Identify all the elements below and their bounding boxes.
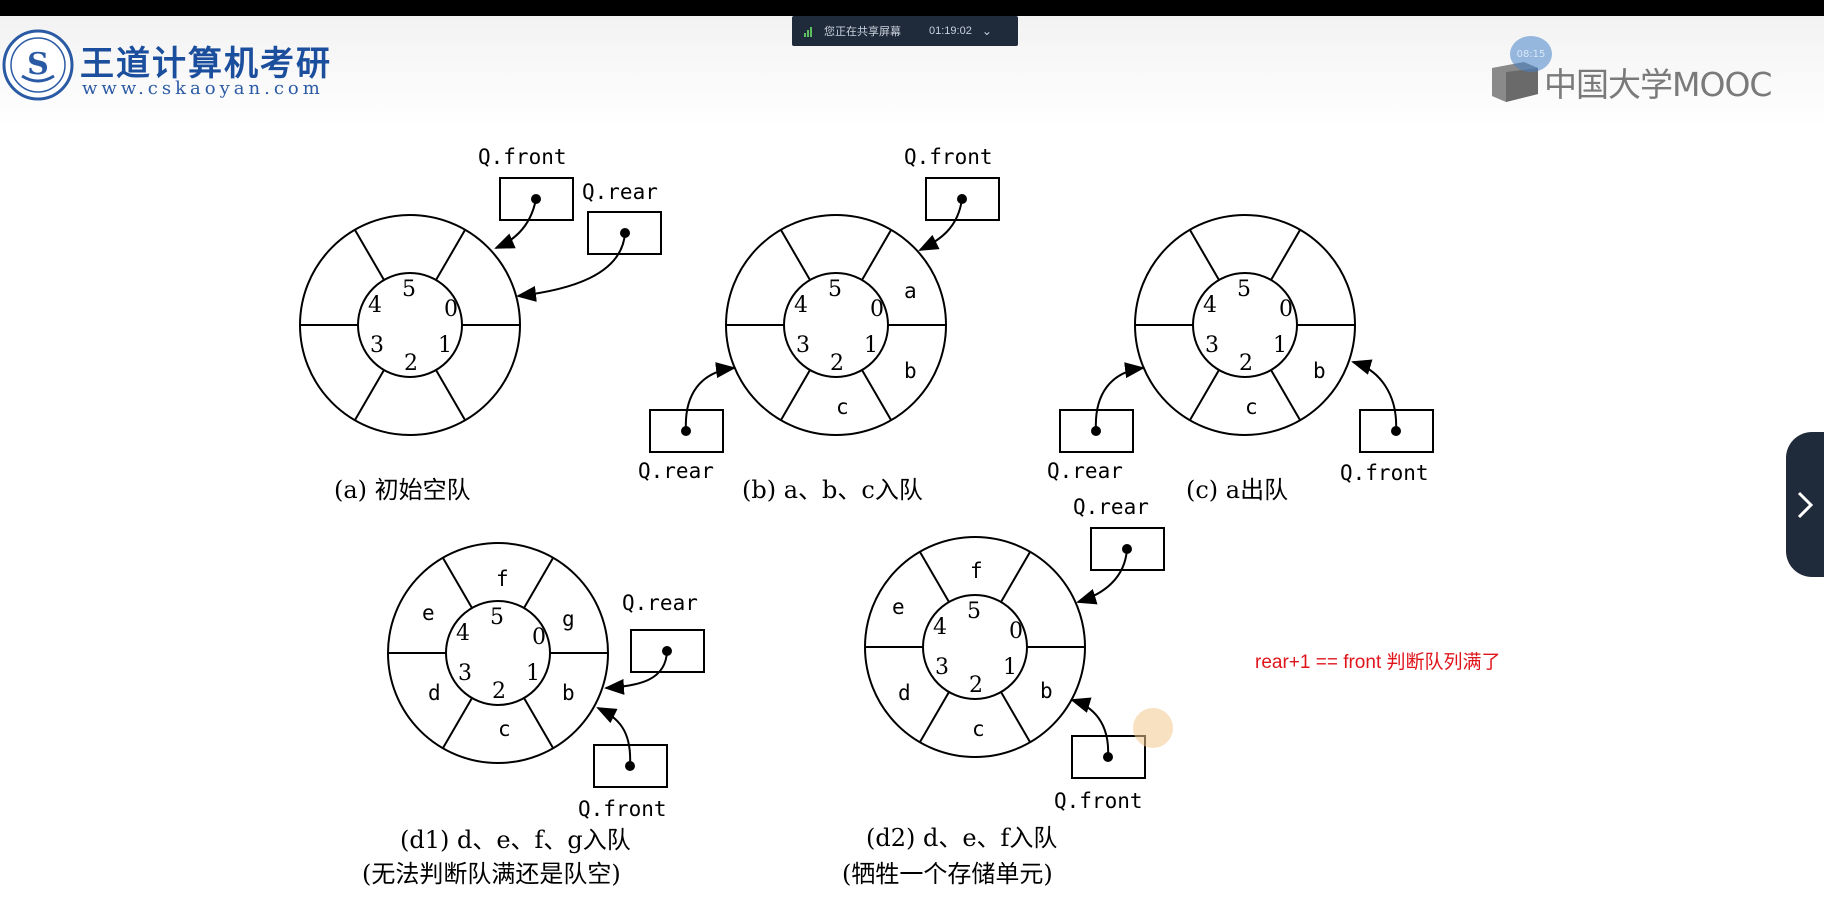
rear-pointer-label: Q.rear — [1073, 495, 1149, 519]
svg-text:1: 1 — [1273, 333, 1287, 358]
slot-index: 0 — [444, 297, 458, 322]
wangdao-logo: S — [2, 29, 74, 101]
svg-text:0: 0 — [532, 625, 546, 650]
rear-pointer-label: Q.rear — [582, 180, 658, 204]
rear-pointer-label: Q.rear — [622, 591, 698, 615]
front-pointer-label: Q.front — [1054, 789, 1143, 813]
slot-index: 2 — [404, 351, 418, 376]
front-pointer-label: Q.front — [904, 145, 993, 169]
screen-share-bar[interactable]: 您正在共享屏幕 01:19:02 ⌄ — [792, 16, 1018, 46]
cell-value: d — [898, 681, 911, 705]
cell-value: c — [498, 717, 511, 741]
cell-value: e — [892, 595, 905, 619]
cell-value: e — [422, 601, 435, 625]
svg-text:2: 2 — [830, 351, 844, 376]
queue-ring-b: 0 12 3 45 a b c Q.front Q.rear — [638, 145, 1000, 483]
caption-b: (b) a、b、c入队 — [742, 476, 923, 504]
cell-value: a — [904, 279, 917, 303]
cursor-highlight — [1133, 708, 1173, 748]
svg-text:4: 4 — [1203, 293, 1217, 318]
svg-text:4: 4 — [456, 621, 470, 646]
queue-ring-a: 0 1 2 3 4 5 Q.front Q.rear — [299, 145, 662, 436]
cell-value: c — [972, 717, 985, 741]
slot-index: 4 — [368, 293, 382, 318]
svg-text:S: S — [27, 47, 49, 82]
mooc-label: 中国大学MOOC — [1544, 65, 1772, 104]
slot-index: 3 — [370, 333, 384, 358]
rear-pointer-label: Q.rear — [1047, 459, 1123, 483]
cell-value: c — [1245, 395, 1258, 419]
svg-text:5: 5 — [490, 605, 504, 630]
cell-value: b — [1040, 679, 1053, 703]
caption-c: (c) a出队 — [1186, 476, 1288, 504]
brand-title: 王道计算机考研 — [80, 44, 332, 84]
queue-ring-d2: 0 12 3 45 b c d e f Q.rear Q.front — [864, 495, 1165, 813]
svg-text:1: 1 — [526, 661, 540, 686]
top-black-bar — [0, 0, 1824, 16]
queue-ring-d1: 0 12 3 45 g b c d e f Q.rear Q.front — [387, 542, 705, 821]
brand-url: www.cskaoyan.com — [82, 78, 324, 99]
cell-value: c — [836, 395, 849, 419]
queue-ring-c: 0 12 3 45 b c Q.rear Q.front — [1047, 214, 1434, 485]
avatar: 08:15 — [1510, 36, 1552, 72]
share-status-text: 您正在共享屏幕 — [824, 26, 901, 38]
svg-text:1: 1 — [864, 333, 878, 358]
cell-value: g — [562, 607, 575, 631]
slot-index: 5 — [402, 277, 416, 302]
caption-d1-line2: (无法判断队满还是队空) — [362, 860, 621, 888]
cell-value: d — [428, 681, 441, 705]
share-elapsed-time: 01:19:02 — [929, 25, 972, 37]
caption-d2-line2: (牺牲一个存储单元) — [842, 860, 1053, 888]
cell-value: b — [562, 681, 575, 705]
svg-text:1: 1 — [1003, 655, 1017, 680]
mooc-logo-icon — [1492, 62, 1538, 102]
svg-text:3: 3 — [935, 655, 949, 680]
svg-text:0: 0 — [1009, 619, 1023, 644]
svg-text:3: 3 — [796, 333, 810, 358]
caption-d2-line1: (d2) d、e、f入队 — [866, 824, 1057, 852]
svg-text:5: 5 — [967, 599, 981, 624]
cell-value: f — [970, 559, 983, 583]
front-pointer-label: Q.front — [478, 145, 567, 169]
svg-text:5: 5 — [828, 277, 842, 302]
svg-text:2: 2 — [492, 679, 506, 704]
svg-text:0: 0 — [1279, 297, 1293, 322]
svg-text:5: 5 — [1237, 277, 1251, 302]
caption-a: (a) 初始空队 — [334, 476, 471, 504]
caption-d1-line1: (d1) d、e、f、g入队 — [400, 826, 631, 854]
cell-value: f — [496, 567, 509, 591]
front-pointer-label: Q.front — [1340, 461, 1429, 485]
rear-pointer-label: Q.rear — [638, 459, 714, 483]
chevron-down-icon[interactable]: ⌄ — [981, 24, 992, 38]
chevron-right-icon — [1797, 491, 1814, 518]
next-slide-button[interactable] — [1786, 432, 1824, 577]
svg-text:3: 3 — [1205, 333, 1219, 358]
cell-value: b — [1313, 359, 1326, 383]
annotation-note: rear+1 == front 判断队列满了 — [1255, 652, 1501, 673]
svg-text:0: 0 — [870, 297, 884, 322]
svg-text:4: 4 — [933, 615, 947, 640]
svg-text:2: 2 — [1239, 351, 1253, 376]
signal-icon — [804, 25, 818, 37]
svg-text:3: 3 — [458, 661, 472, 686]
slot-index: 1 — [438, 333, 452, 358]
cell-value: b — [904, 359, 917, 383]
svg-text:4: 4 — [794, 293, 808, 318]
front-pointer-label: Q.front — [578, 797, 667, 821]
svg-text:2: 2 — [969, 673, 983, 698]
